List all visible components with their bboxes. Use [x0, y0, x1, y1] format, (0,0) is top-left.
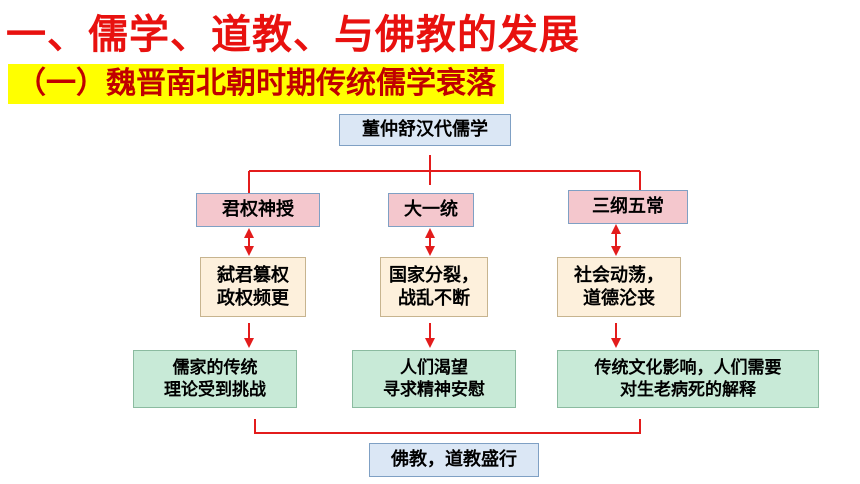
- conclusion-box: 佛教，道教盛行: [369, 443, 539, 477]
- root-box: 董仲舒汉代儒学: [339, 114, 511, 146]
- concept-box-2: 大一统: [388, 193, 474, 227]
- effect-box-2: 国家分裂， 战乱不断: [380, 257, 488, 317]
- result-box-2: 人们渴望 寻求精神安慰: [352, 350, 516, 408]
- concept-box-1: 君权神授: [196, 193, 320, 227]
- result-box-1: 儒家的传统 理论受到挑战: [133, 350, 297, 408]
- result-box-3: 传统文化影响，人们需要 对生老病死的解释: [557, 350, 819, 408]
- effect-box-1: 弑君篡权 政权频更: [200, 257, 306, 317]
- effect-box-3: 社会动荡， 道德沦丧: [557, 257, 681, 317]
- bottom-bracket: [254, 419, 641, 434]
- page-title: 一、儒学、道教、与佛教的发展: [6, 12, 580, 58]
- concept-box-3: 三纲五常: [568, 190, 688, 224]
- section-subtitle: （一）魏晋南北朝时期传统儒学衰落: [8, 64, 504, 104]
